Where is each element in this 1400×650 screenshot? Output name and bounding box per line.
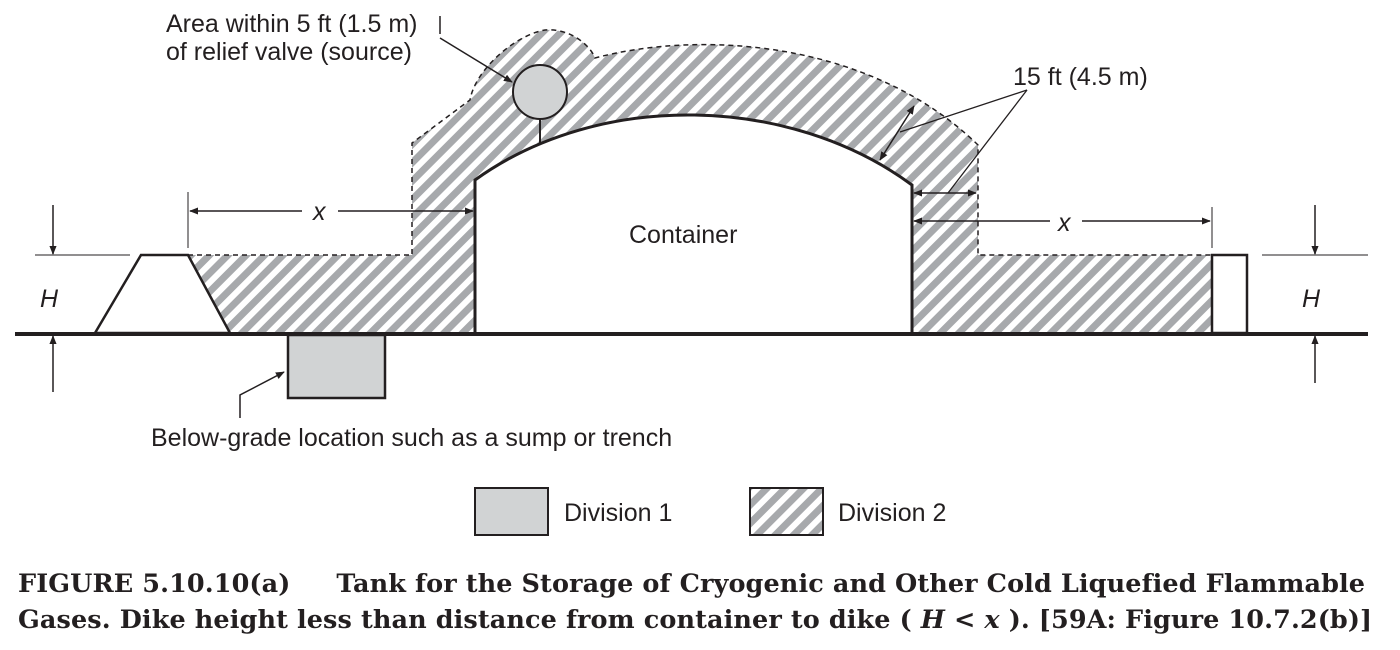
relief-valve-label-line2: of relief valve (source) (166, 38, 412, 66)
below-grade-leader (239, 371, 285, 418)
x-label-right: x (1057, 209, 1072, 237)
figure-number: FIGURE 5.10.10(a) (18, 569, 291, 599)
container-label: Container (629, 221, 737, 249)
hazardous-area-diagram: Area within 5 ft (1.5 m) of relief valve… (15, 10, 1368, 536)
relief-valve-label-line1: Area within 5 ft (1.5 m) (166, 10, 417, 38)
legend-division-2-label: Division 2 (838, 499, 946, 527)
legend: Division 1 Division 2 (474, 487, 946, 536)
legend-division-1-swatch (474, 487, 549, 536)
dim-15ft-leader-2 (947, 89, 1028, 194)
legend-division-2-swatch (749, 487, 824, 536)
x-label-left: x (312, 198, 327, 226)
division-2-boundary (188, 29, 1212, 256)
figure-caption: FIGURE 5.10.10(a)Tank for the Storage of… (18, 566, 1393, 638)
division-2-zone (188, 29, 1212, 333)
below-grade-sump (286, 333, 387, 400)
h-label-left: H (40, 285, 59, 313)
relief-valve-source (512, 64, 568, 120)
below-grade-label: Below-grade location such as a sump or t… (151, 424, 672, 452)
h-label-right: H (1302, 285, 1321, 313)
math-x: x (984, 605, 1000, 635)
dimension-15ft-label: 15 ft (4.5 m) (1013, 63, 1148, 91)
math-h: H (920, 605, 945, 635)
relief-valve-leader (439, 37, 513, 83)
legend-division-1-label: Division 1 (564, 499, 672, 527)
figure-title-part1: Tank for the Storage of Cryogenic and Ot… (18, 569, 1366, 635)
right-dike-wall (1210, 253, 1249, 335)
figure-title-part2: ). [59A: Figure 10.7.2(b)] (1008, 605, 1373, 635)
dim-15ft-radial (879, 105, 915, 161)
dim-15ft-leader-1 (899, 89, 1028, 133)
container-tank (473, 113, 914, 333)
math-lt: < (944, 605, 985, 635)
